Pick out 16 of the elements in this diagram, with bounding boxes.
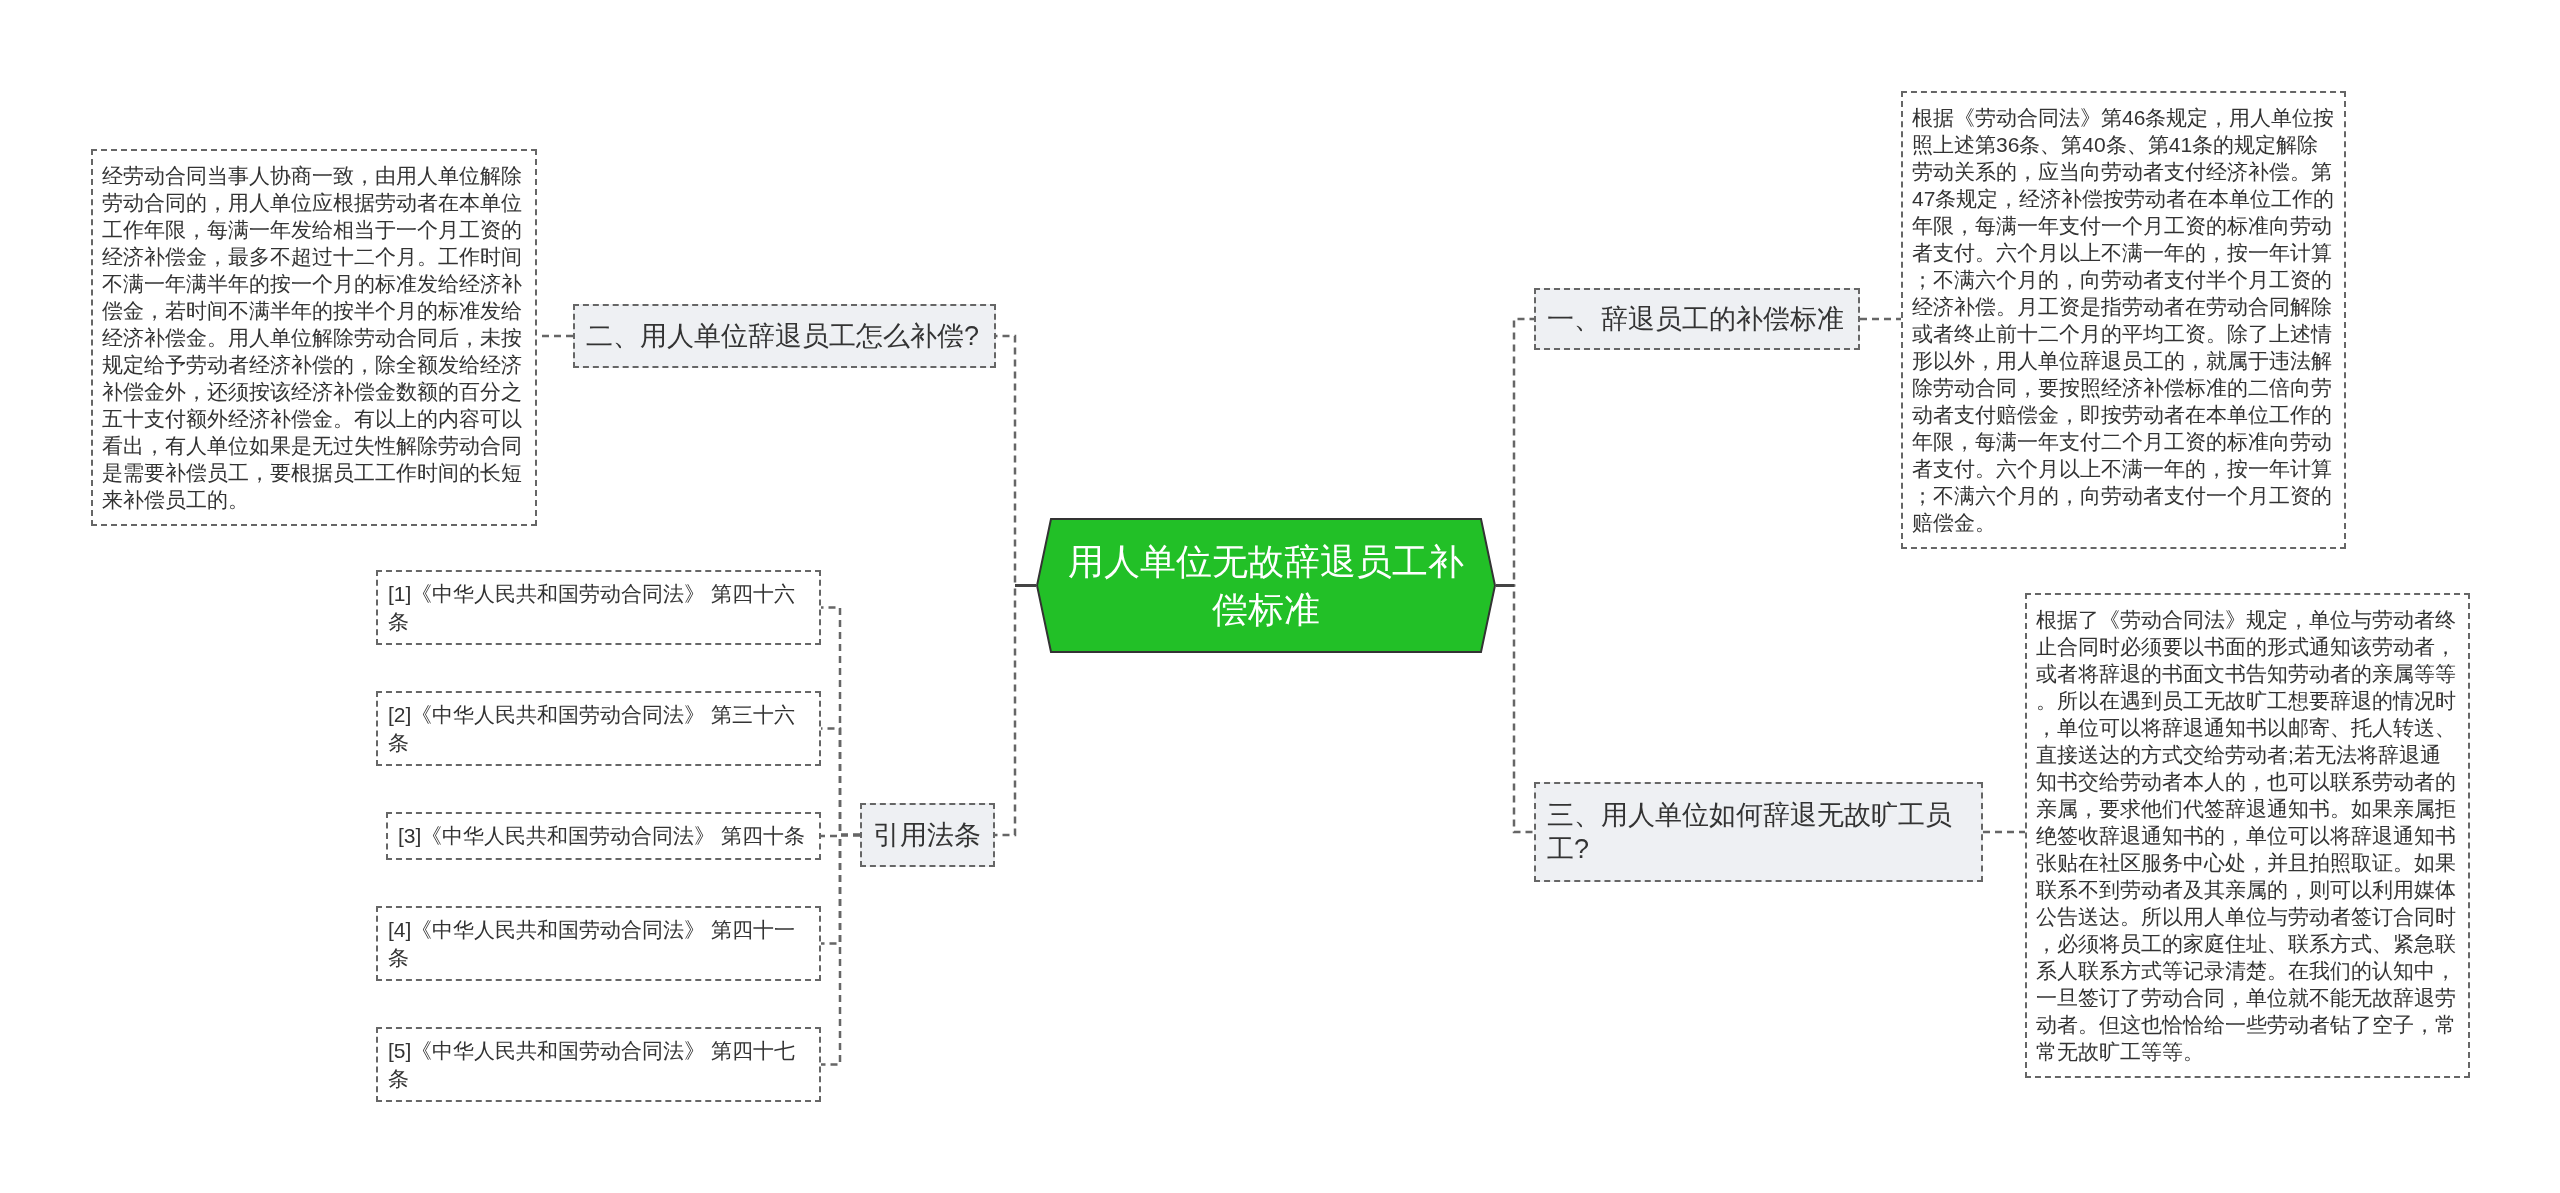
reference-box: [1]《中华人民共和国劳动合同法》 第四十六条 <box>376 570 821 645</box>
note-box: 经劳动合同当事人协商一致，由用人单位解除劳动合同的，用人单位应根据劳动者在本单位工作年限，每满一年发给相当于一个月工资的经济补偿金，最多不超过十二个月。工作时间不满一年满半年的按一个月的标准发给经济补偿金，若时间不满半年的按半个月的标准发给经济补偿金。用人单位解除劳动合同后，未按规定给予劳动者经济补偿的，除全额发给经济补偿金外，还须按该经济补偿金数额的百分之五十支付额外经济补偿金。有以上的内容可以看出，有人单位如果是无过失性解除劳动合同是需要补偿员工，要根据员工工作时间的长短来补偿员工的。 <box>91 149 537 526</box>
reference-box: [2]《中华人民共和国劳动合同法》 第三十六条 <box>376 691 821 766</box>
connector <box>821 833 860 1066</box>
topic-box: 一、辞退员工的补偿标准 <box>1534 288 1860 350</box>
central-topic: 用人单位无故辞退员工补偿标准 <box>1036 518 1496 653</box>
topic-box: 三、用人单位如何辞退无故旷工员工? <box>1534 782 1983 882</box>
topic-box: 二、用人单位辞退员工怎么补偿? <box>573 304 996 368</box>
note-box: 根据了《劳动合同法》规定，单位与劳动者终止合同时必须要以书面的形式通知该劳动者，或者将辞退的书面文书告知劳动者的亲属等等。所以在遇到员工无故旷工想要辞退的情况时，单位可以将辞退通知书以邮寄、托人转送、直接送达的方式交给劳动者;若无法将辞退通知书交给劳动者本人的，也可以联系劳动者的亲属，要求他们代签辞退通知书。如果亲属拒绝签收辞退通知书的，单位可以将辞退通知书张贴在社区服务中心处，并且拍照取证。如果联系不到劳动者及其亲属的，则可以利用媒体公告送达。所以用人单位与劳动者签订合同时，必须将员工的家庭住址、联系方式、紧急联系人联系方式等记录清楚。在我们的认知中，一旦签订了劳动合同，单位就不能无故辞退劳动者。但这也恰恰给一些劳动者钻了空子，常常无故旷工等等。 <box>2025 593 2470 1078</box>
reference-box: [5]《中华人民共和国劳动合同法》 第四十七条 <box>376 1027 821 1102</box>
connector <box>1860 317 1901 321</box>
topic-box: 引用法条 <box>860 803 995 867</box>
reference-box: [3]《中华人民共和国劳动合同法》 第四十条 <box>386 812 821 860</box>
connector <box>1983 830 2025 834</box>
reference-box: [4]《中华人民共和国劳动合同法》 第四十一条 <box>376 906 821 981</box>
note-box: 根据《劳动合同法》第46条规定，用人单位按照上述第36条、第40条、第41条的规定解除劳动关系的，应当向劳动者支付经济补偿。第47条规定，经济补偿按劳动者在本单位工作的年限，每满一年支付一个月工资的标准向劳动者支付。六个月以上不满一年的，按一年计算；不满六个月的，向劳动者支付半个月工资的经济补偿。月工资是指劳动者在劳动合同解除或者终止前十二个月的平均工资。除了上述情形以外，用人单位辞退员工的，就属于违法解除劳动合同，要按照经济补偿标准的二倍向劳动者支付赔偿金，即按劳动者在本单位工作的年限，每满一年支付二个月工资的标准向劳动者支付。六个月以上不满一年的，按一年计算；不满六个月的，向劳动者支付一个月工资的赔偿金。 <box>1901 91 2346 549</box>
